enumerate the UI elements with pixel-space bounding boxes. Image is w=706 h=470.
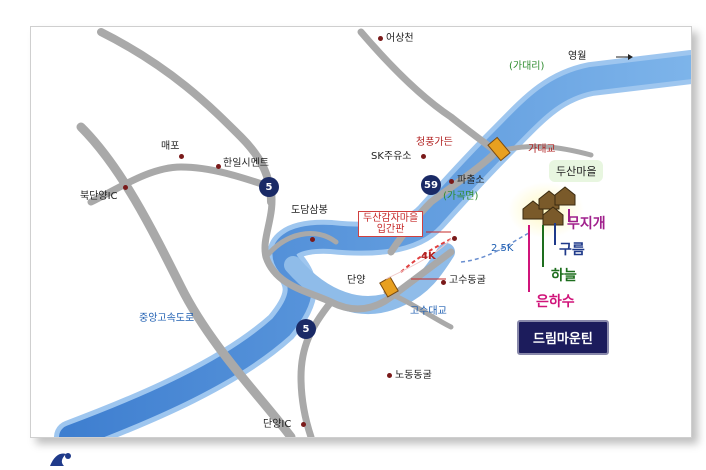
label-dodamsambong: 도담삼봉 bbox=[291, 205, 328, 216]
dream-mountain-button[interactable]: 드림마운틴 bbox=[517, 320, 609, 355]
map-frame: 어상천 영월 (가대리) 매포 한일시멘트 북단양IC 청풍가든 가대교 SK주… bbox=[30, 26, 692, 438]
route-5-badge-bottom: 5 bbox=[296, 319, 316, 339]
pension-haneul[interactable]: 하늘 bbox=[551, 268, 577, 284]
pension-mujigae[interactable]: 무지개 bbox=[567, 216, 606, 232]
label-hanil-cement: 한일시멘트 bbox=[223, 158, 269, 169]
label-maepo: 매포 bbox=[161, 141, 180, 152]
pension-lines bbox=[528, 209, 570, 292]
gadae-bridge-icon bbox=[487, 136, 511, 162]
label-gagokmyeon: (가곡면) bbox=[443, 191, 479, 202]
pension-gureum[interactable]: 구름 bbox=[559, 242, 585, 258]
place-dot bbox=[452, 236, 457, 241]
place-dot bbox=[301, 422, 306, 427]
place-dot bbox=[310, 237, 315, 242]
label-yeongwol: 영월 bbox=[568, 51, 587, 62]
pension-eunhasu[interactable]: 은하수 bbox=[536, 294, 575, 310]
label-gosu-bridge: 고수대교 bbox=[410, 306, 447, 317]
place-dot bbox=[123, 185, 128, 190]
label-nodongdonggul: 노동동굴 bbox=[395, 370, 432, 381]
place-dot bbox=[421, 154, 426, 159]
label-pachulso: 파출소 bbox=[457, 175, 485, 186]
guide-lines bbox=[385, 231, 532, 280]
label-dist-25k: 2.5K bbox=[491, 243, 514, 254]
route-59-badge: 59 bbox=[421, 175, 441, 195]
label-danyang: 단양 bbox=[347, 275, 366, 286]
label-eosangcheon: 어상천 bbox=[386, 33, 414, 44]
logo-icon bbox=[50, 453, 71, 466]
place-dot bbox=[441, 280, 446, 285]
map-canvas bbox=[54, 28, 691, 437]
route-5-badge: 5 bbox=[259, 177, 279, 197]
gosu-bridge-icon bbox=[379, 276, 399, 298]
place-dot bbox=[449, 179, 454, 184]
place-dot bbox=[378, 36, 383, 41]
label-gadae-bridge: 가대교 bbox=[528, 144, 556, 155]
label-gadaeri: (가대리) bbox=[509, 61, 545, 72]
place-dot bbox=[387, 373, 392, 378]
label-dist-4k: 4K bbox=[421, 251, 436, 262]
place-dot bbox=[216, 164, 221, 169]
label-bukdanyang-ic: 북단양IC bbox=[80, 191, 118, 202]
label-gosudonggul: 고수동굴 bbox=[449, 275, 486, 286]
place-dot bbox=[179, 154, 184, 159]
label-cheongpung-garden: 청풍가든 bbox=[416, 137, 453, 148]
label-danyang-ic: 단양IC bbox=[263, 419, 292, 430]
label-jungang-expressway: 중앙고속도로 bbox=[139, 313, 195, 324]
label-dosanmaeul: 두산마을 bbox=[549, 160, 604, 182]
label-sk-gas: SK주유소 bbox=[371, 151, 412, 162]
entrance-sign: 두산감자마을 입간판 bbox=[358, 211, 424, 237]
pension-houses-icon bbox=[508, 182, 584, 238]
